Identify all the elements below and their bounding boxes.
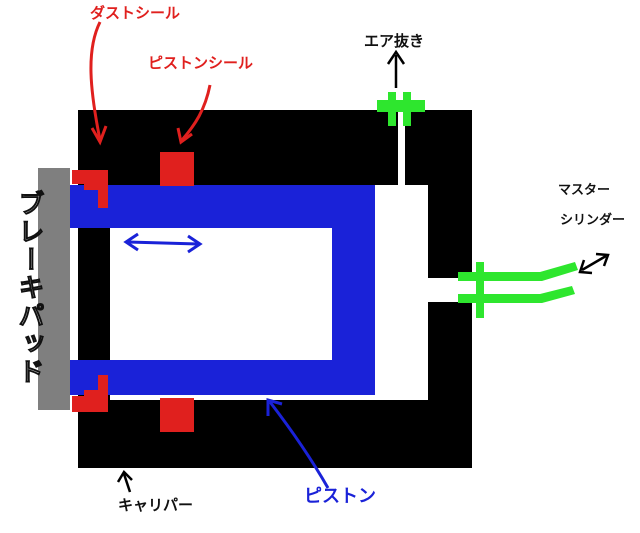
brake-pad bbox=[38, 168, 70, 410]
piston-seal-top bbox=[160, 152, 194, 186]
piston-seal-label: ピストンシール bbox=[148, 54, 254, 72]
master-cylinder-arrow bbox=[578, 252, 610, 275]
dust-seal-top bbox=[72, 170, 108, 208]
dust-seal-leader bbox=[89, 21, 102, 141]
air-bleed-label: エア抜き bbox=[364, 32, 425, 50]
piston-leader bbox=[266, 398, 330, 489]
brake-pad-label: ブレーキパッド bbox=[14, 190, 45, 387]
master-cylinder-label-line1: マスター bbox=[558, 183, 611, 198]
piston-motion-arrow bbox=[123, 232, 203, 254]
piston-seal-bottom bbox=[160, 398, 194, 432]
dust-seal-label: ダストシール bbox=[90, 4, 181, 22]
caliper-label: キャリパー bbox=[118, 496, 194, 514]
air-bleed-arrow bbox=[386, 49, 406, 88]
caliper-body bbox=[78, 110, 472, 468]
dust-seal-bottom bbox=[72, 375, 108, 412]
dust-seal-leader-arrow bbox=[90, 125, 108, 146]
piston-label: ピストン bbox=[304, 486, 376, 507]
piston bbox=[70, 185, 375, 395]
brake-hose-fitting bbox=[458, 262, 578, 318]
piston-seal-leader-arrow bbox=[176, 127, 193, 145]
piston-seal-leader bbox=[180, 84, 212, 141]
master-cylinder-label-line2: シリンダー bbox=[560, 213, 626, 228]
caliper-leader bbox=[116, 469, 133, 493]
air-bleeder bbox=[377, 92, 425, 126]
